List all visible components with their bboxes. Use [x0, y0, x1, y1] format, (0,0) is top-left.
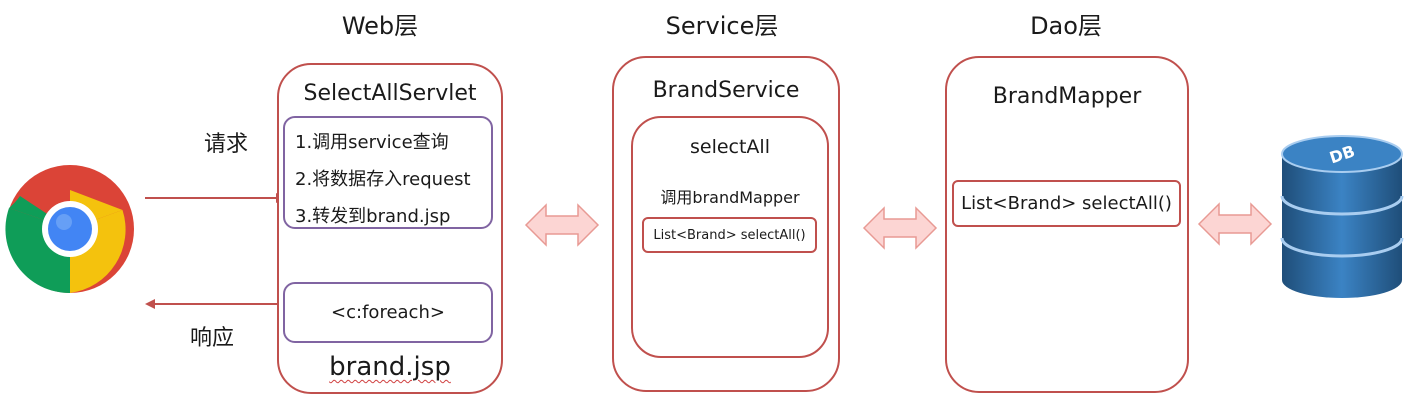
service-title: BrandService [652, 78, 800, 103]
service-dao-double-arrow [862, 206, 938, 250]
web-layer-title: Web层 [341, 12, 419, 40]
request-label: 请求 [204, 132, 249, 157]
step-call-service: 1.调用service查询 [295, 132, 449, 153]
service-signature: List<Brand> selectAll() [653, 227, 806, 243]
request-arrow [145, 193, 286, 203]
database-icon [1280, 135, 1404, 298]
jsp-filename: brand.jsp [329, 352, 451, 382]
method-name: selectAll [689, 136, 770, 158]
call-mapper-text: 调用brandMapper [660, 188, 800, 207]
service-signature-box: List<Brand> selectAll() [642, 217, 817, 253]
chrome-browser-icon [5, 165, 134, 294]
response-arrow [145, 299, 282, 309]
web-service-double-arrow [524, 203, 600, 247]
mapper-title: BrandMapper [992, 84, 1142, 109]
step-store-request: 2.将数据存入request [295, 169, 471, 190]
servlet-title: SelectAllServlet [303, 81, 477, 106]
dao-layer-title: Dao层 [1030, 12, 1102, 40]
service-layer-title: Service层 [665, 12, 779, 40]
foreach-box: <c:foreach> [283, 282, 493, 343]
servlet-steps-box: 1.调用service查询 2.将数据存入request 3.转发到brand.… [283, 116, 493, 229]
dao-signature: List<Brand> selectAll() [961, 193, 1172, 214]
response-label: 响应 [190, 326, 235, 351]
dao-db-double-arrow [1197, 202, 1273, 246]
foreach-tag: <c:foreach> [331, 302, 445, 323]
jsp-label: brand.jsp [277, 352, 503, 382]
step-forward-jsp: 3.转发到brand.jsp [295, 206, 451, 227]
dao-signature-box: List<Brand> selectAll() [952, 180, 1181, 227]
